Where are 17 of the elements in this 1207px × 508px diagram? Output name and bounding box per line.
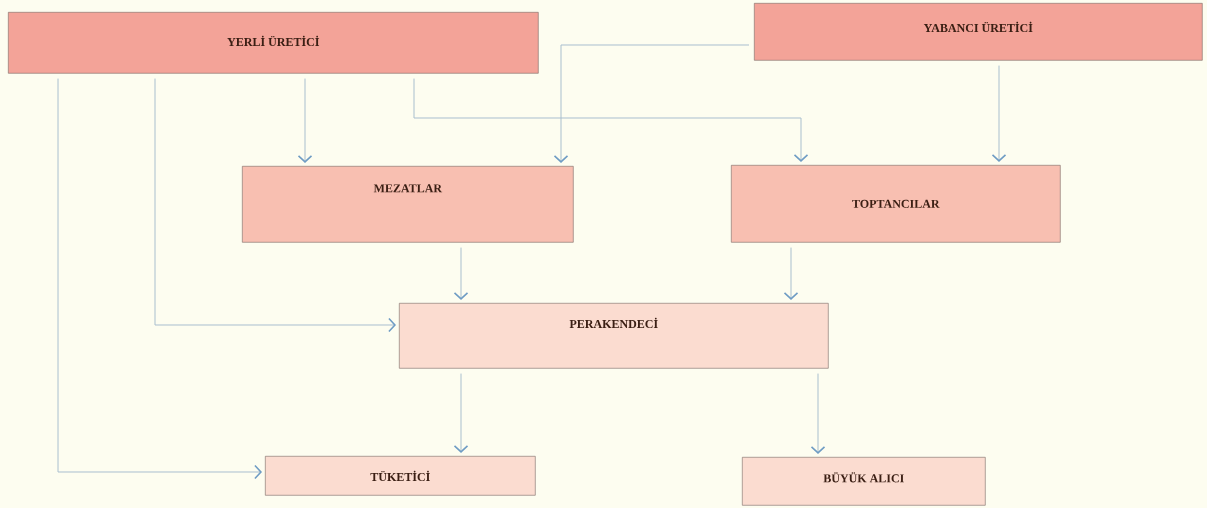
process-box: TOPTANCILAR — [731, 165, 1061, 243]
arrow — [783, 247, 799, 300]
process-box: YABANCI ÜRETİCİ — [754, 3, 1203, 61]
arrow — [297, 78, 313, 163]
arrow — [453, 373, 469, 453]
process-box: PERAKENDECİ — [399, 303, 829, 369]
process-box: YERLİ ÜRETİCİ — [8, 12, 539, 74]
arrow — [154, 78, 396, 333]
arrow — [553, 44, 750, 163]
process-box: BÜYÜK ALICI — [742, 457, 986, 506]
arrow — [413, 78, 809, 162]
process-box: TÜKETİCİ — [265, 456, 536, 496]
arrow — [453, 247, 469, 300]
arrow — [57, 78, 262, 480]
arrow — [810, 373, 826, 454]
process-box: MEZATLAR — [242, 166, 574, 243]
arrow — [991, 65, 1007, 162]
